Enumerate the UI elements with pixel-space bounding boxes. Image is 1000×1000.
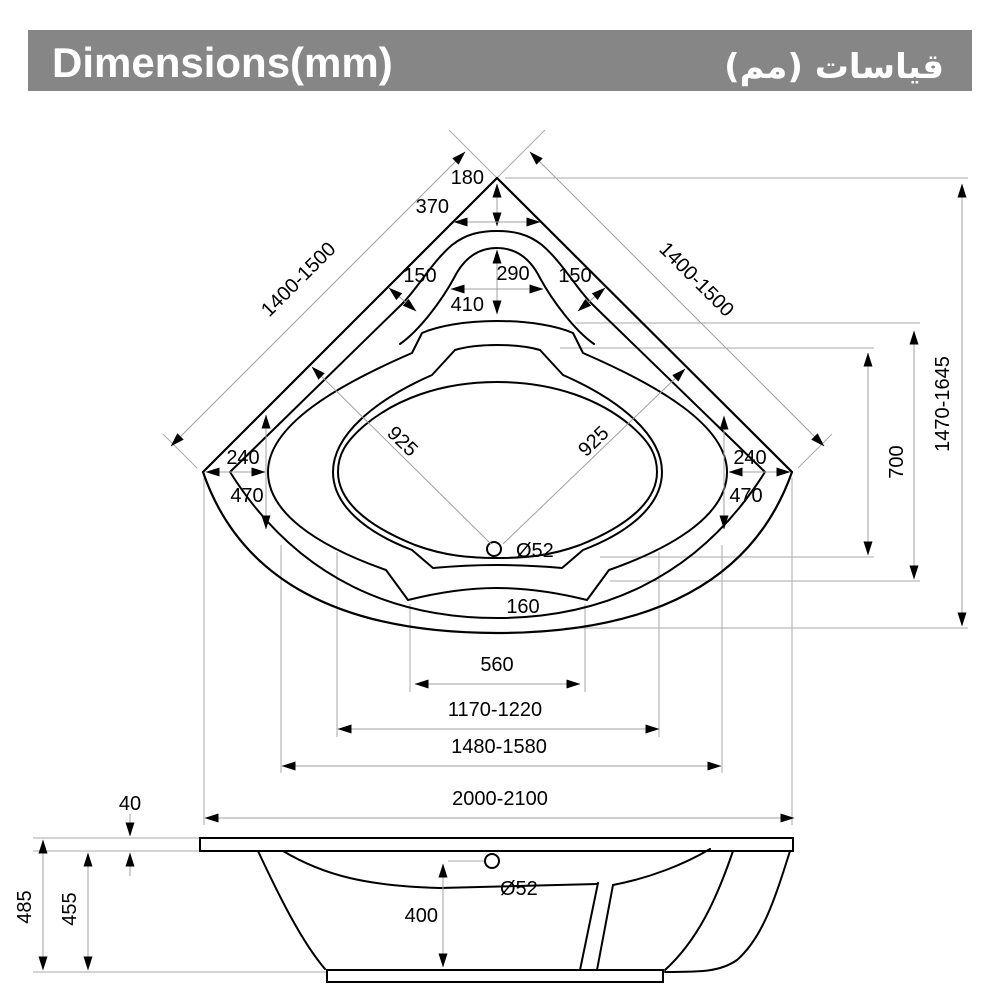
- drain-hole-top: [486, 541, 502, 557]
- dim-40-label: 40: [119, 793, 141, 815]
- tub-top-view: [201, 176, 794, 635]
- extension-lines-top-view: [162, 129, 968, 825]
- dim-470-left-label: 470: [230, 485, 263, 507]
- dimensions-top-view: 1400-1500 1400-1500 180 370 290 150 150 …: [170, 151, 967, 823]
- header-background: [28, 30, 972, 91]
- right-wall-inner: [664, 850, 734, 971]
- dim-1470-label: 1470-1645: [932, 356, 954, 452]
- seat-contour: [332, 344, 663, 569]
- dim-455-label: 455: [59, 892, 81, 925]
- dim-wall-left-label: 1400-1500: [257, 238, 340, 321]
- dim-370-label: 370: [416, 196, 449, 218]
- basin-floor-curve: [282, 850, 598, 889]
- dim-drain-side-label: Ø52: [500, 878, 538, 900]
- dim-925-left-label: 925: [383, 422, 422, 461]
- dim-290-label: 290: [496, 263, 529, 285]
- dim-700-label: 700: [886, 445, 908, 478]
- seat-top-curve: [612, 848, 711, 886]
- seat-panel-line-1: [579, 882, 599, 971]
- dim-560-label: 560: [480, 654, 513, 676]
- dim-150-right-label: 150: [558, 265, 591, 287]
- dim-925-right-label: 925: [574, 422, 613, 461]
- drain-hole-side: [484, 853, 500, 869]
- left-wall-outer: [257, 850, 326, 970]
- header-title-english: Dimensions(mm): [52, 39, 393, 86]
- tub-outer-shell: [201, 176, 794, 635]
- base-plate: [326, 969, 664, 983]
- dim-470-right-label: 470: [729, 485, 762, 507]
- dim-485-label: 485: [14, 890, 36, 923]
- seat-panel-line-2: [596, 884, 614, 971]
- right-wall-outer: [664, 850, 791, 973]
- dim-wall-right-label: 1400-1500: [655, 238, 738, 321]
- dimensions-side-view: 40 485 455 400 Ø52: [14, 793, 538, 971]
- tub-side-view: [199, 837, 794, 983]
- dim-150-left-label: 150: [403, 265, 436, 287]
- rim-bar: [199, 837, 794, 852]
- dim-2000-label: 2000-2100: [452, 788, 548, 810]
- header-bar: Dimensions(mm) قياسات (مم): [28, 30, 972, 91]
- dim-410-label: 410: [451, 294, 484, 316]
- header-title-arabic: قياسات (مم): [724, 47, 944, 87]
- dim-1170-label: 1170-1220: [448, 699, 542, 721]
- dim-180-label: 180: [451, 167, 484, 189]
- dim-1480-label: 1480-1580: [451, 736, 547, 758]
- dim-240-right-label: 240: [733, 447, 766, 469]
- dim-160-label: 160: [506, 596, 539, 618]
- floor-outline: [337, 381, 658, 559]
- dim-400-label: 400: [405, 905, 438, 927]
- dim-240-left-label: 240: [226, 447, 259, 469]
- extension-lines-side-view: [33, 837, 484, 973]
- dim-drain-top-label: Ø52: [516, 540, 554, 562]
